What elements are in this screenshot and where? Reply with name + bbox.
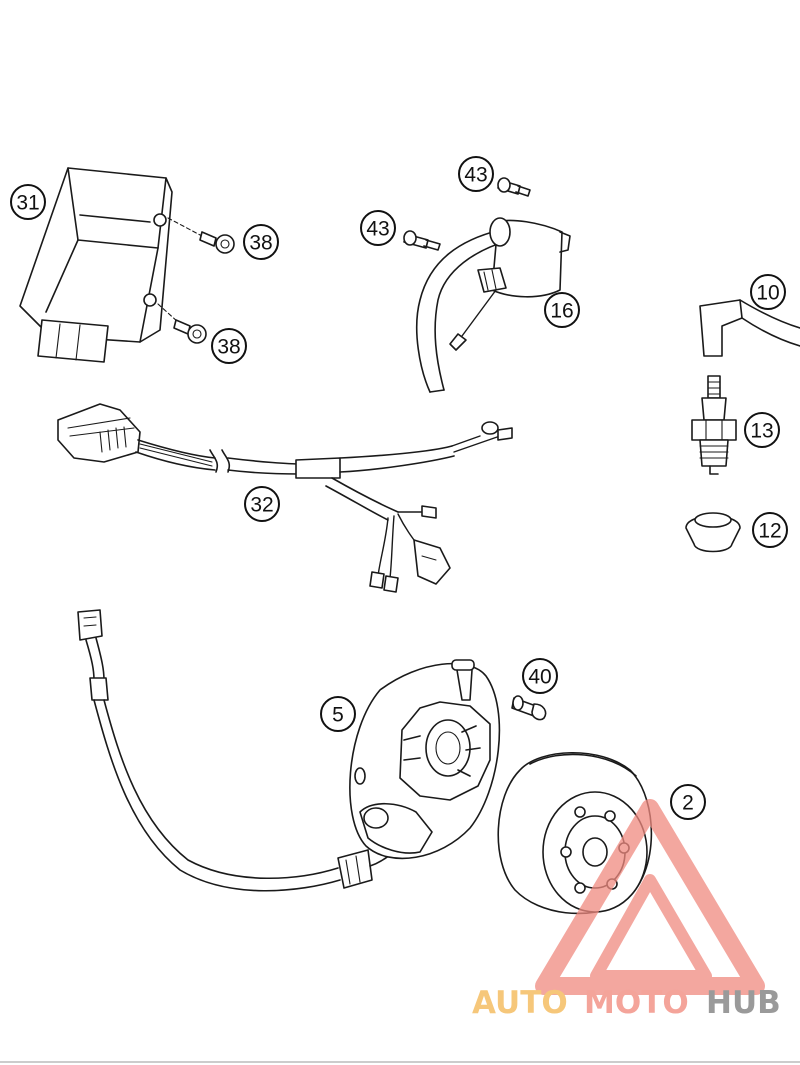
watermark-part-moto: MOTO bbox=[584, 985, 689, 1021]
svg-text:16: 16 bbox=[550, 300, 573, 323]
svg-text:32: 32 bbox=[250, 494, 273, 517]
callout-2: 2 bbox=[670, 784, 706, 820]
stator-5 bbox=[349, 659, 501, 860]
bolt-38-upper bbox=[167, 217, 235, 254]
callout-43-lower: 43 bbox=[360, 210, 396, 246]
callout-38-lower: 38 bbox=[211, 328, 247, 364]
svg-text:31: 31 bbox=[16, 192, 39, 215]
svg-text:10: 10 bbox=[756, 282, 779, 305]
callout-5: 5 bbox=[320, 696, 356, 732]
callout-31: 31 bbox=[10, 184, 46, 220]
spark-plug-cap-10 bbox=[699, 299, 800, 357]
watermark-wordmark: AUTO MOTO HUB bbox=[472, 985, 781, 1021]
svg-text:38: 38 bbox=[217, 336, 240, 359]
callout-12: 12 bbox=[752, 512, 788, 548]
callout-43-upper: 43 bbox=[458, 156, 494, 192]
watermark-logo-mark bbox=[535, 799, 765, 995]
svg-text:43: 43 bbox=[366, 218, 389, 241]
svg-text:40: 40 bbox=[528, 666, 551, 689]
cdi-unit-31 bbox=[19, 167, 173, 363]
callout-10: 10 bbox=[750, 274, 786, 310]
callout-16: 16 bbox=[544, 292, 580, 328]
spark-plug-13 bbox=[691, 375, 737, 475]
watermark-part-hub: HUB bbox=[706, 985, 781, 1021]
callout-38-upper: 38 bbox=[243, 224, 279, 260]
svg-text:38: 38 bbox=[249, 232, 272, 255]
pickup-cable bbox=[77, 609, 401, 892]
bolt-38-lower bbox=[157, 303, 207, 344]
seal-ring-12 bbox=[685, 512, 741, 553]
svg-text:43: 43 bbox=[464, 164, 487, 187]
callout-32: 32 bbox=[244, 486, 280, 522]
svg-text:5: 5 bbox=[332, 704, 344, 727]
bolt-40 bbox=[511, 695, 547, 721]
svg-text:13: 13 bbox=[750, 420, 773, 443]
svg-text:12: 12 bbox=[758, 520, 781, 543]
bolt-43-upper bbox=[497, 177, 531, 197]
wiring-harness-32 bbox=[57, 403, 513, 593]
callout-13: 13 bbox=[744, 412, 780, 448]
callout-40: 40 bbox=[522, 658, 558, 694]
watermark-part-auto: AUTO bbox=[472, 985, 568, 1021]
ignition-coil-16 bbox=[415, 217, 571, 393]
svg-text:2: 2 bbox=[682, 792, 694, 815]
bolt-43-lower bbox=[403, 230, 441, 251]
